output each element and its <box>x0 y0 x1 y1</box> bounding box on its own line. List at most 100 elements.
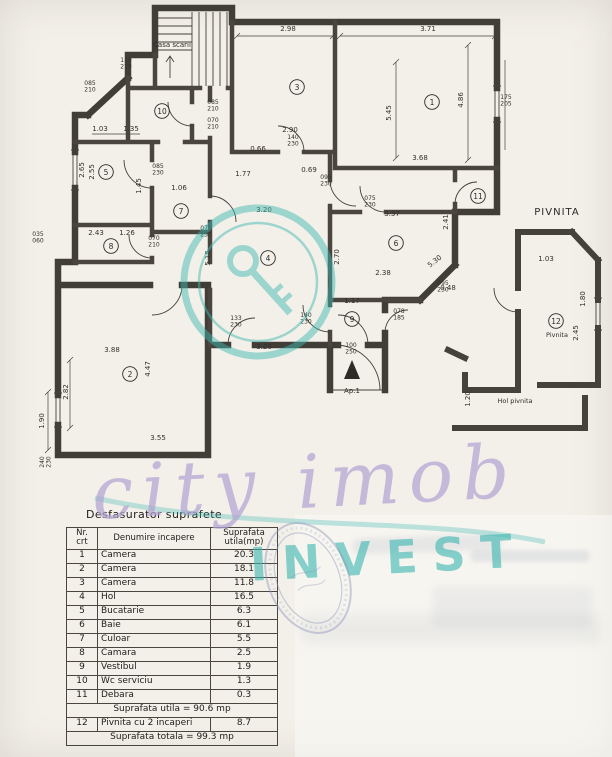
room-number-badge: 11 <box>470 188 486 204</box>
area-table: Desfasurator suprafete Nr.crt Denumire i… <box>66 508 278 746</box>
row-name: Camara <box>97 646 211 662</box>
row-nr: 1 <box>66 548 98 564</box>
door-size-label: 230 <box>230 322 242 329</box>
room-number-badge: 7 <box>173 203 189 219</box>
door-size-label: 133 <box>230 315 242 322</box>
row-area: 11.8 <box>210 576 278 592</box>
dimension-label: 1.20 <box>464 391 472 407</box>
dimension-label: 0.48 <box>440 284 456 292</box>
row-area: 5.5 <box>210 632 278 648</box>
row-nr: 6 <box>66 618 98 634</box>
dimension-label: 2.98 <box>280 25 296 33</box>
door-size-label: 205 <box>500 101 512 108</box>
total-row: Suprafata totala = 99.3 mp <box>66 730 278 746</box>
dimension-label: 2.45 <box>572 325 580 341</box>
row-name: Culoar <box>97 632 211 648</box>
header-name: Denumire incapere <box>97 527 211 550</box>
row-nr: 5 <box>66 604 98 620</box>
dimension-label: 5.15 <box>204 250 212 266</box>
dimension-label: 2.55 <box>88 164 96 180</box>
table-title: Desfasurator suprafete <box>86 508 223 521</box>
svg-text:3: 3 <box>295 83 300 92</box>
dimension-label: 5.30 <box>426 253 443 269</box>
dimension-label: 3.68 <box>412 154 428 162</box>
row-area: 1.3 <box>210 674 278 690</box>
room-number-badge: 10 <box>154 103 170 119</box>
dimension-label: 4.86 <box>457 92 465 108</box>
door-size-label: 250 <box>345 349 357 356</box>
svg-text:11: 11 <box>473 192 483 201</box>
room-number-badge: 4 <box>260 250 276 266</box>
dimension-label: 1.03 <box>538 255 554 263</box>
svg-text:1: 1 <box>430 98 435 107</box>
door-size-label: 100 <box>345 342 357 349</box>
room-number-badge: 12 <box>548 313 564 329</box>
door-size-label: 140 <box>287 134 299 141</box>
header-area-line1: Suprafata <box>223 528 265 538</box>
door-size-label: 060 <box>32 238 44 245</box>
row-nr: 12 <box>66 716 98 732</box>
hol-pivnita-label: Hol pivnita <box>498 397 533 405</box>
door-size-label: 070 <box>148 235 160 242</box>
row-nr: 7 <box>66 632 98 648</box>
door-size-label: 085 <box>207 99 219 106</box>
row-name: Vestibul <box>97 660 211 676</box>
row-name: Wc serviciu <box>97 674 211 690</box>
dimension-label: 3.37 <box>384 210 400 218</box>
door-size-label: 230 <box>320 181 332 188</box>
row-area: 6.1 <box>210 618 278 634</box>
row-nr: 9 <box>66 660 98 676</box>
door-size-label: 230 <box>437 287 449 294</box>
door-size-label: 210 <box>207 106 219 113</box>
door-size-label: 240 <box>39 456 46 468</box>
stair-and-detail-lines <box>44 12 602 454</box>
dimension-label: 2.90 <box>282 126 298 134</box>
header-nr-line2: crt <box>76 537 88 548</box>
svg-text:6: 6 <box>394 239 399 248</box>
subtotal-row: Suprafata utila = 90.6 mp <box>66 702 278 718</box>
dimension-label: 3.55 <box>150 434 166 442</box>
dimension-label: 1.77 <box>235 170 251 178</box>
dimension-label: 1.35 <box>123 125 139 133</box>
svg-text:5: 5 <box>104 168 109 177</box>
dimension-label: 2.43 <box>88 229 104 237</box>
total-text: Suprafata totala = 99.3 mp <box>66 730 278 746</box>
row-name: Hol <box>97 590 211 606</box>
header-area-line2: utila(mp) <box>224 537 264 548</box>
subtotal-text: Suprafata utila = 90.6 mp <box>66 702 278 718</box>
row-nr: 8 <box>66 646 98 662</box>
row-nr: 2 <box>66 562 98 578</box>
dimension-label: 2.38 <box>375 269 391 277</box>
svg-text:8: 8 <box>109 242 114 251</box>
door-size-label: 210 <box>84 87 96 94</box>
room-number-badge: 3 <box>289 79 305 95</box>
exterior-walls <box>54 4 501 459</box>
door-size-label: 075 <box>364 195 376 202</box>
dimension-label: 1.80 <box>579 291 587 307</box>
dimension-label: 3.20 <box>256 206 272 214</box>
door-size-label: 175 <box>500 94 512 101</box>
door-size-label: 210 <box>207 124 219 131</box>
door-size-label: 185 <box>393 315 405 322</box>
dimension-label: 3.20 <box>256 343 272 351</box>
header-nr-line1: Nr. <box>76 528 88 538</box>
door-size-label: 140 <box>300 312 312 319</box>
door-size-label: 230 <box>200 232 212 239</box>
dimension-label: 2.41 <box>442 214 450 230</box>
row-area: 6.3 <box>210 604 278 620</box>
dimension-label: 3.88 <box>104 346 120 354</box>
dimension-label: 2.70 <box>333 249 341 265</box>
room-number-badge: 5 <box>98 164 114 180</box>
door-size-label: 210 <box>148 242 160 249</box>
door-size-label: 230 <box>364 202 376 209</box>
pivnita-heading: PIVNITA <box>534 207 579 218</box>
row-area: 2.5 <box>210 646 278 662</box>
